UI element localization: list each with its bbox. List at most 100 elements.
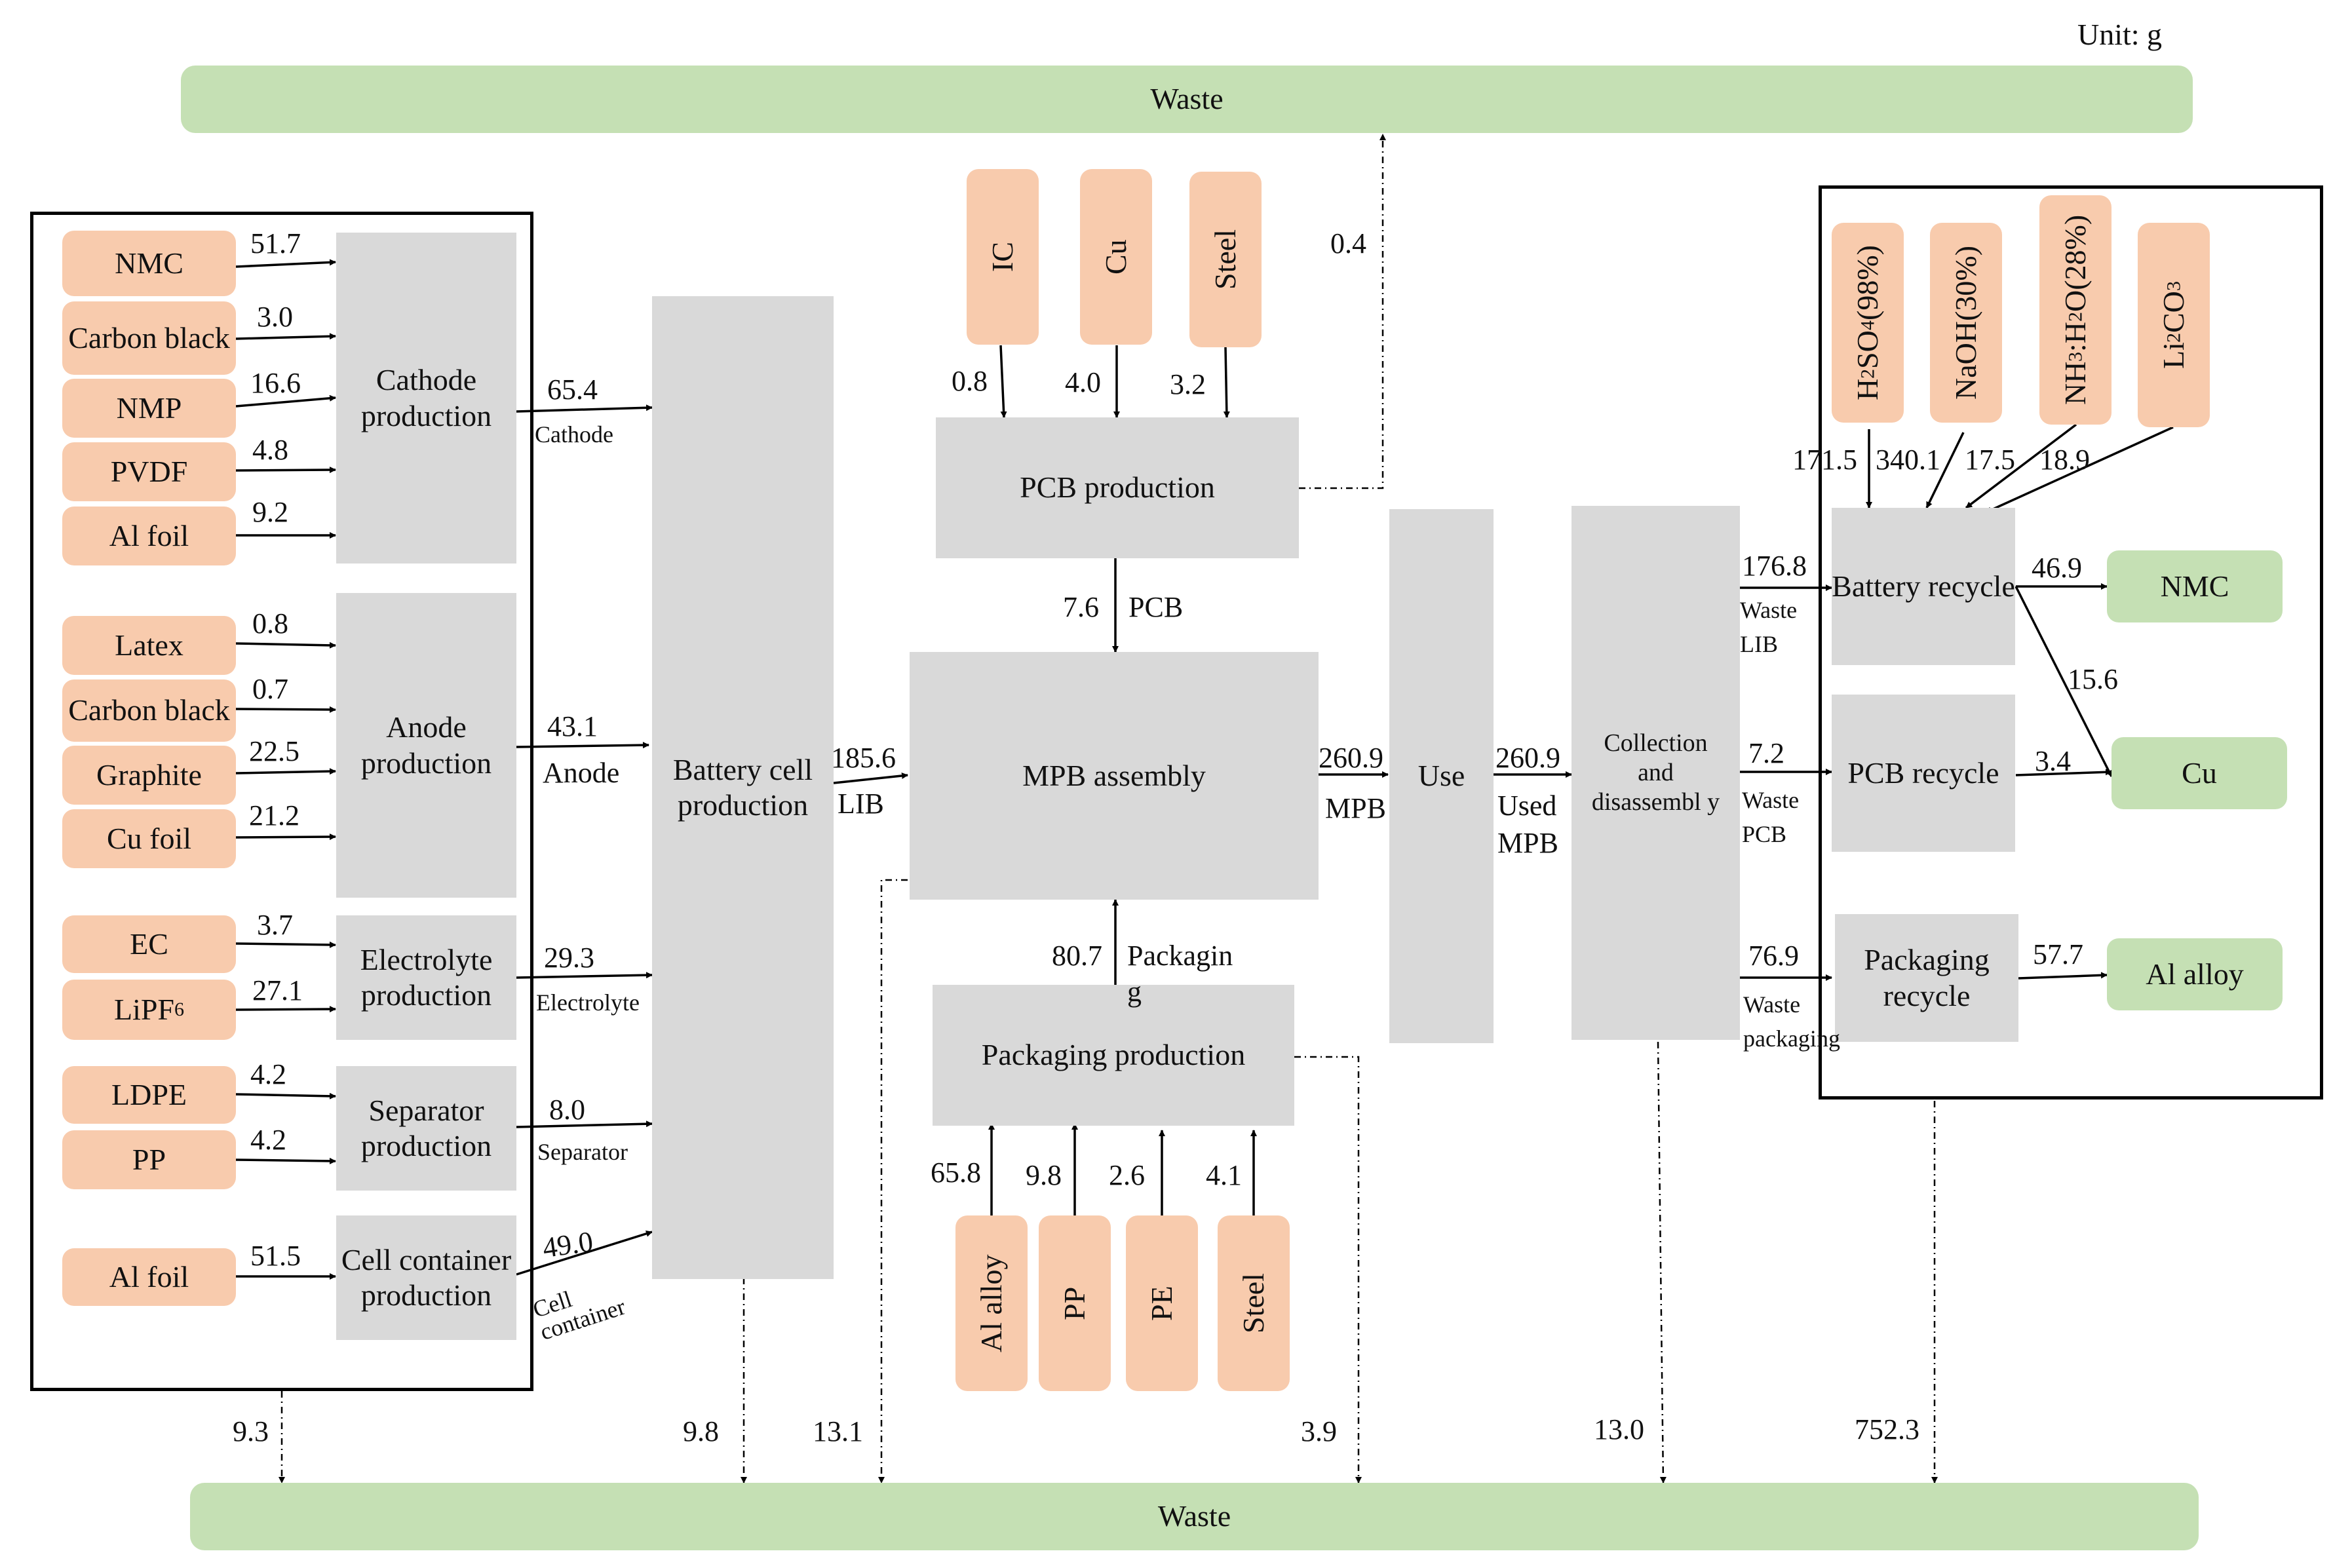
- flow-waste-pcb-label-a: Waste: [1742, 787, 1800, 813]
- material-nmc: NMC: [62, 231, 236, 296]
- material-carbon-black-2: Carbon black: [62, 679, 236, 742]
- material-cu: Cu: [1080, 169, 1152, 345]
- li2co3-co: CO: [2156, 290, 2190, 333]
- flow-al-foil-1: 9.2: [252, 496, 288, 528]
- material-steel-pack: Steel: [1218, 1215, 1290, 1391]
- flow-pcb: 7.6: [1063, 591, 1099, 623]
- flow-nmc-out: 46.9: [2032, 552, 2082, 584]
- waste-top: Waste: [181, 66, 2193, 133]
- nh3-sub2: 2: [2064, 311, 2087, 322]
- flow-waste-packaging-label-b: packaging: [1743, 1025, 1840, 1052]
- cell-container-production: Cell container production: [336, 1215, 516, 1340]
- flow-waste-packaging-prod: 3.9: [1301, 1415, 1337, 1447]
- material-cu-foil: Cu foil: [62, 809, 236, 868]
- h2so4-conc: (98%): [1850, 245, 1884, 320]
- flow-anode: 43.1: [547, 710, 598, 742]
- flow-carbon-black-2: 0.7: [252, 673, 288, 705]
- anode-production: Anode production: [336, 593, 516, 898]
- battery-cell-production: Battery cell production: [652, 296, 834, 1279]
- flow-al-foil-2: 51.5: [250, 1240, 301, 1272]
- recycling-frame: [1819, 185, 2323, 1100]
- li2co3-sub2: 2: [2163, 332, 2185, 343]
- flow-electrolyte: 29.3: [544, 942, 594, 974]
- h2so4-sub2: 2: [1857, 368, 1879, 379]
- battery-recycle: Battery recycle: [1832, 508, 2015, 665]
- flow-waste-lib: 176.8: [1742, 550, 1807, 582]
- flow-pcb-label: PCB: [1128, 591, 1184, 623]
- flow-used-mpb: 260.9: [1495, 742, 1560, 774]
- flow-cu: 4.0: [1065, 366, 1101, 398]
- flow-naoh: 340.1: [1876, 444, 1940, 476]
- packaging-recycle: Packaging recycle: [1835, 914, 2018, 1042]
- output-cu: Cu: [2111, 737, 2287, 809]
- flow-waste-packaging: 76.9: [1748, 940, 1799, 972]
- unit-label: Unit: g: [2077, 18, 2163, 51]
- flow-packaging: 80.7: [1052, 940, 1102, 972]
- flow-waste-cell: 9.8: [683, 1415, 719, 1447]
- flow-pp-pack: 9.8: [1026, 1159, 1062, 1191]
- flow-anode-label: Anode: [543, 757, 620, 789]
- flow-mpb: 260.9: [1319, 742, 1383, 774]
- h2so4-h: H: [1850, 378, 1884, 401]
- flow-cu-from-pcb: 3.4: [2035, 745, 2071, 777]
- flow-waste-mpb: 13.1: [813, 1415, 863, 1447]
- material-al-alloy-pack: Al alloy: [955, 1215, 1028, 1391]
- flow-steel-pcb: 3.2: [1170, 368, 1206, 400]
- flow-steel-pack: 4.1: [1206, 1159, 1242, 1191]
- packaging-production: Packaging production: [933, 985, 1294, 1126]
- material-nmp: NMP: [62, 379, 236, 438]
- flow-pe-pack: 2.6: [1109, 1159, 1145, 1191]
- nh3-nh: NH: [2058, 361, 2092, 406]
- material-naoh: NaOH(30%): [1930, 223, 2002, 423]
- flow-al-alloy-pack: 65.8: [931, 1157, 981, 1189]
- flow-waste-recycle: 752.3: [1855, 1413, 1919, 1445]
- flow-carbon-black-1: 3.0: [257, 301, 293, 333]
- manufacturing-frame: [30, 212, 533, 1391]
- collection-disassembly: Collection and disassembl y: [1571, 506, 1740, 1040]
- material-steel-pcb: Steel: [1189, 172, 1262, 347]
- flow-li2co3: 18.9: [2039, 444, 2090, 476]
- flow-graphite: 22.5: [249, 735, 299, 767]
- flow-waste-collection: 13.0: [1594, 1413, 1644, 1445]
- flow-pvdf: 4.8: [252, 434, 288, 466]
- flow-waste-left: 9.3: [233, 1415, 269, 1447]
- material-ec: EC: [62, 915, 236, 973]
- flow-nmc: 51.7: [250, 227, 301, 259]
- flow-nh3: 17.5: [1965, 444, 2015, 476]
- material-latex: Latex: [62, 616, 236, 675]
- flow-used-mpb-label-b: MPB: [1497, 827, 1558, 859]
- flow-waste-lib-label-a: Waste: [1740, 597, 1798, 623]
- material-al-foil-2: Al foil: [62, 1248, 236, 1306]
- flow-waste-packaging-label-a: Waste: [1743, 991, 1801, 1018]
- flow-h2so4: 171.5: [1792, 444, 1857, 476]
- flow-packaging-label-b: g: [1127, 976, 1142, 1008]
- flow-lib: 185.6: [831, 742, 896, 774]
- material-carbon-black-1: Carbon black: [62, 301, 236, 375]
- flow-al-out: 57.7: [2033, 938, 2083, 970]
- flow-separator: 8.0: [549, 1094, 585, 1126]
- flow-packaging-label-a: Packagin: [1127, 940, 1233, 972]
- flow-ldpe: 4.2: [250, 1058, 286, 1090]
- flow-ec: 3.7: [257, 909, 293, 941]
- flow-cu-from-battery: 15.6: [2068, 663, 2118, 695]
- flow-pp: 4.2: [250, 1124, 286, 1156]
- separator-production: Separator production: [336, 1066, 516, 1191]
- flow-cathode-label: Cathode: [535, 421, 613, 448]
- flow-waste-pcb-label-b: PCB: [1742, 821, 1787, 847]
- li2co3-li: Li: [2156, 342, 2190, 370]
- pcb-recycle: PCB recycle: [1832, 695, 2015, 852]
- cathode-production: Cathode production: [336, 233, 516, 564]
- output-nmc: NMC: [2107, 550, 2283, 622]
- h2so4-sub4: 4: [1857, 320, 1879, 330]
- material-ldpe: LDPE: [62, 1066, 236, 1124]
- flow-cu-foil: 21.2: [249, 799, 299, 832]
- lipf6-subscript: 6: [174, 999, 185, 1021]
- flow-cell-container: 49.0: [540, 1225, 595, 1265]
- material-pp-pack: PP: [1039, 1215, 1111, 1391]
- nh3-conc: O(28%): [2058, 214, 2092, 312]
- flow-ic: 0.8: [952, 365, 988, 397]
